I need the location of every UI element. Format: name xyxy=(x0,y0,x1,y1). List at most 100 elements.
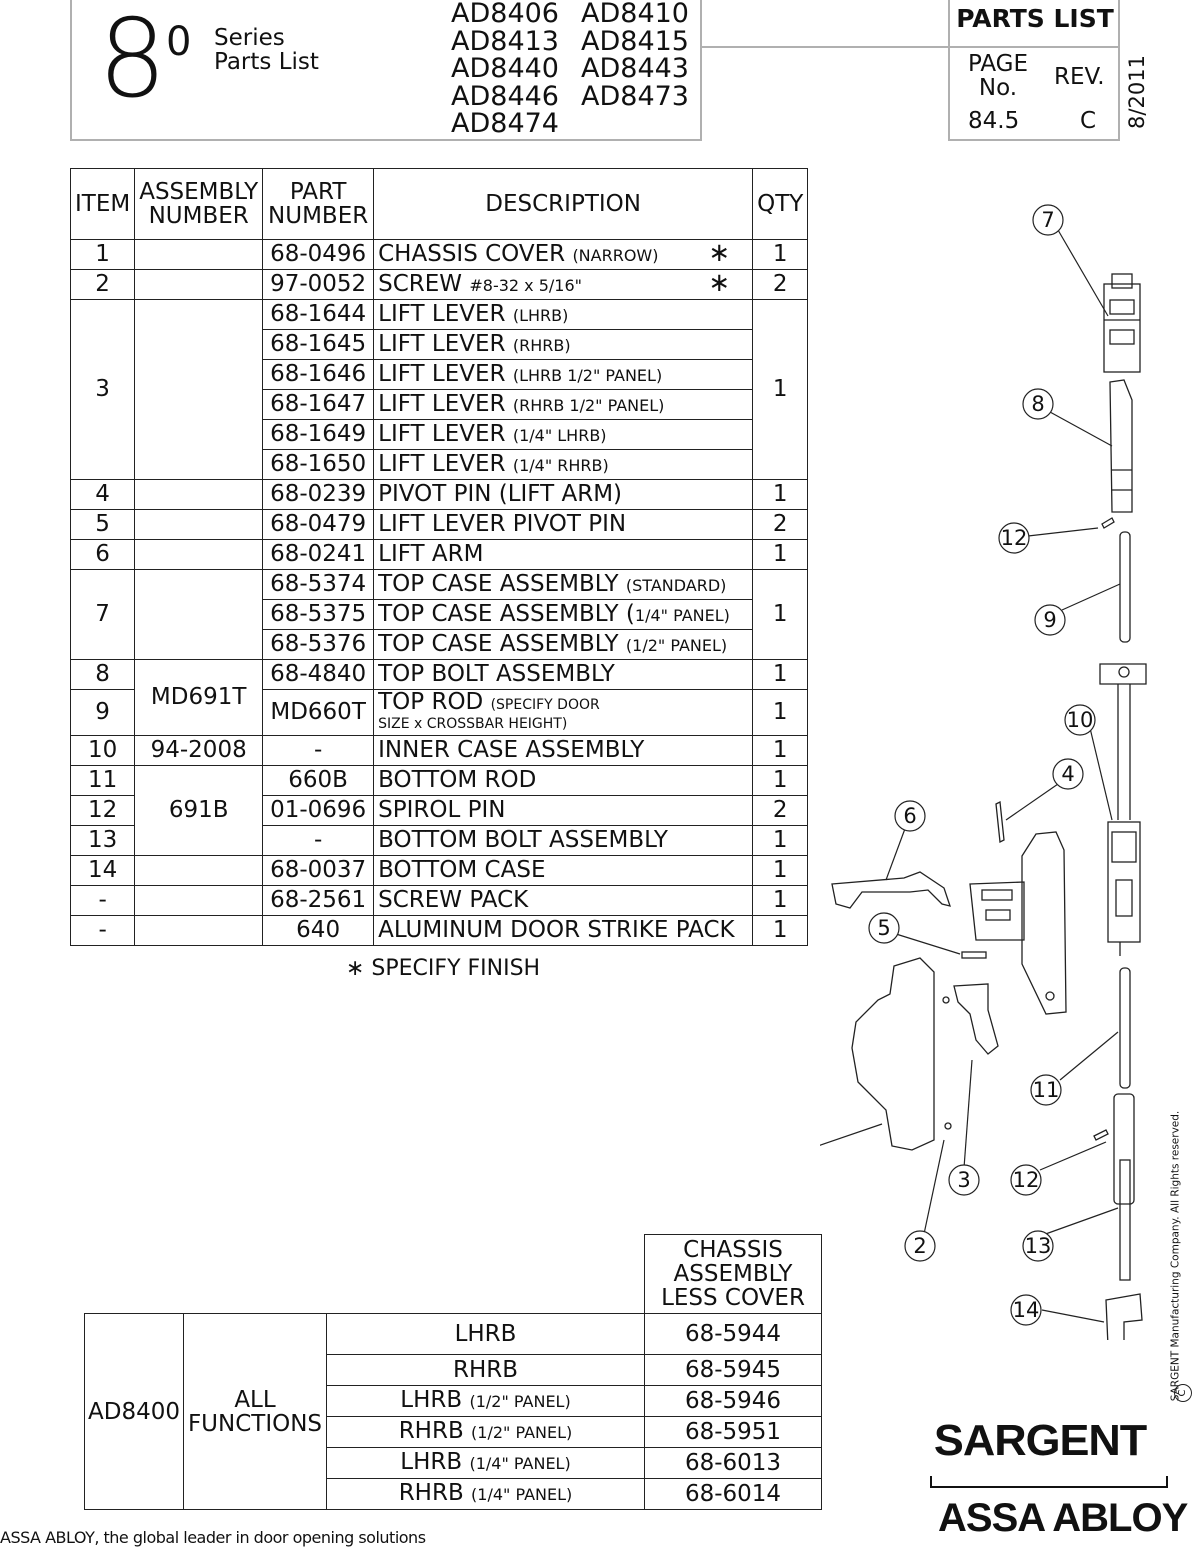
lift-arm-part xyxy=(831,871,951,909)
empty-cell xyxy=(184,1235,327,1314)
description-note: (LHRB 1/2" PANEL) xyxy=(512,365,663,385)
qty-cell: 1 xyxy=(752,825,809,856)
header-part-line-2: NUMBER xyxy=(268,203,369,229)
chassis-header-row: CHASSIS ASSEMBLY LESS COVER xyxy=(85,1234,822,1314)
item-cell: 1 xyxy=(69,239,136,270)
chassis-part-cell: 68-5951 xyxy=(644,1416,822,1448)
description-cell: LIFT ARM xyxy=(373,539,754,570)
page-number-label: PAGE No. xyxy=(956,52,1040,100)
qty-cell: 2 xyxy=(752,795,809,826)
description-note: 1/4" PANEL) xyxy=(634,605,730,625)
panel-note: (1/2" PANEL) xyxy=(469,1392,571,1411)
callout-6: 6 xyxy=(894,800,926,832)
hand-text: LHRB xyxy=(400,1449,463,1475)
description-note: (LHRB) xyxy=(512,305,569,325)
item-cell: 7 xyxy=(69,569,136,660)
callout-6-label: 6 xyxy=(903,804,916,828)
panel-note: (1/4" PANEL) xyxy=(469,1454,571,1473)
part-cell: 640 xyxy=(262,915,375,946)
revision-value: C xyxy=(1080,108,1097,134)
hand-text: RHRB xyxy=(398,1480,464,1506)
series-label-line-2: Parts List xyxy=(214,49,319,75)
item-cell: 8 xyxy=(69,659,136,690)
logo-bracket xyxy=(930,1476,1168,1488)
qty-cell: 1 xyxy=(752,239,809,270)
part-cell: 68-2561 xyxy=(262,885,375,916)
table-row: 68-1650 LIFT LEVER (1/4" RHRB) xyxy=(71,449,808,480)
parts-list-divider xyxy=(948,46,1120,48)
series-label: Series Parts List xyxy=(214,26,319,74)
description-cell: ALUMINUM DOOR STRIKE PACK xyxy=(373,915,754,946)
part-cell: 68-0496 xyxy=(262,239,375,270)
callouts: 7 8 12 9 10 4 6 5 11 1 3 12 2 13 14 xyxy=(868,204,1096,1326)
part-cell: 68-1645 xyxy=(262,329,375,360)
description-cell: LIFT LEVER (RHRB 1/2" PANEL) xyxy=(373,389,754,420)
bottom-rod-part xyxy=(1119,967,1131,1089)
assembly-cell: MD691T xyxy=(134,659,264,736)
chassis-functions-cell: ALL FUNCTIONS xyxy=(183,1313,327,1510)
description-cell: LIFT LEVER (1/4" LHRB) xyxy=(373,419,754,450)
assembly-cell: 691B xyxy=(134,765,264,856)
assembly-cell xyxy=(134,539,264,570)
description-cell: BOTTOM ROD xyxy=(373,765,754,796)
inner-case-part xyxy=(1099,663,1147,956)
description-cell: BOTTOM CASE xyxy=(373,855,754,886)
hand-text: RHRB xyxy=(398,1418,464,1444)
callout-14-label: 14 xyxy=(1013,1298,1040,1322)
item-cell: 13 xyxy=(69,825,136,856)
finish-asterisk: ∗ xyxy=(708,238,731,268)
screw-part xyxy=(942,996,950,1004)
bottom-case-part xyxy=(1105,1293,1143,1340)
table-row: 5 68-0479 LIFT LEVER PIVOT PIN 2 xyxy=(69,509,809,540)
revision-date-text: 8/2011 xyxy=(1124,55,1149,129)
description-cell: LIFT LEVER (LHRB 1/2" PANEL) xyxy=(373,359,754,390)
part-cell: MD660T xyxy=(262,689,375,736)
callout-10-label: 10 xyxy=(1067,708,1094,732)
item-cell: 14 xyxy=(69,855,136,886)
table-row: 68-1646 LIFT LEVER (LHRB 1/2" PANEL) xyxy=(71,359,808,390)
functions-line-1: ALL xyxy=(234,1386,276,1413)
qty-cell: 1 xyxy=(752,855,809,886)
item-cell: 12 xyxy=(69,795,136,826)
description-note: (NARROW) xyxy=(572,245,659,265)
part-cell: 68-5374 xyxy=(262,569,375,600)
callout-11: 11 xyxy=(1030,1074,1062,1106)
model-number: AD8413 xyxy=(451,25,559,57)
part-cell: 68-0037 xyxy=(262,855,375,886)
part-cell: 68-5375 xyxy=(262,599,375,630)
callout-12-label: 12 xyxy=(1013,1168,1040,1192)
table-row: RHRB 68-5945 xyxy=(85,1354,822,1386)
table-row: 14 68-0037 BOTTOM CASE 1 xyxy=(69,855,809,886)
part-cell: 68-0241 xyxy=(262,539,375,570)
revision-label: REV. xyxy=(1054,64,1105,90)
table-row: 13 - BOTTOM BOLT ASSEMBLY 1 xyxy=(69,825,809,856)
callout-12-label: 12 xyxy=(1001,526,1028,550)
chassis-header: CHASSIS ASSEMBLY LESS COVER xyxy=(644,1234,822,1314)
description-text: CHASSIS COVER xyxy=(378,240,566,267)
item-cell: 4 xyxy=(69,479,136,510)
qty-cell: 1 xyxy=(752,915,809,946)
spirol-pin-bottom xyxy=(1093,1129,1109,1141)
description-text: TOP CASE ASSEMBLY xyxy=(378,630,619,657)
assembly-cell xyxy=(134,269,264,300)
chassis-cover-part xyxy=(851,957,935,1151)
finish-asterisk: ∗ xyxy=(708,268,731,298)
callout-7: 7 xyxy=(1032,204,1064,236)
item-cell: 2 xyxy=(69,269,136,300)
table-row: - 68-2561 SCREW PACK 1 xyxy=(69,885,809,916)
description-note: (1/2" PANEL) xyxy=(625,635,728,655)
table-row: 4 68-0239 PIVOT PIN (LIFT ARM) 1 xyxy=(69,479,809,510)
part-cell: 68-1644 xyxy=(262,299,375,330)
lift-lever-pivot-pin xyxy=(961,951,987,959)
qty-cell: 1 xyxy=(752,539,809,570)
header-item: ITEM xyxy=(69,168,136,240)
top-bolt-part xyxy=(1109,379,1133,513)
description-cell: SPIROL PIN xyxy=(373,795,754,826)
chassis-header-line-3: LESS COVER xyxy=(661,1285,805,1311)
callout-9-label: 9 xyxy=(1043,608,1056,632)
callout-7-label: 7 xyxy=(1041,208,1054,232)
parts-list-title: PARTS LIST xyxy=(956,4,1114,33)
hand-cell: LHRB xyxy=(326,1313,645,1355)
header-qty: QTY xyxy=(752,168,809,240)
